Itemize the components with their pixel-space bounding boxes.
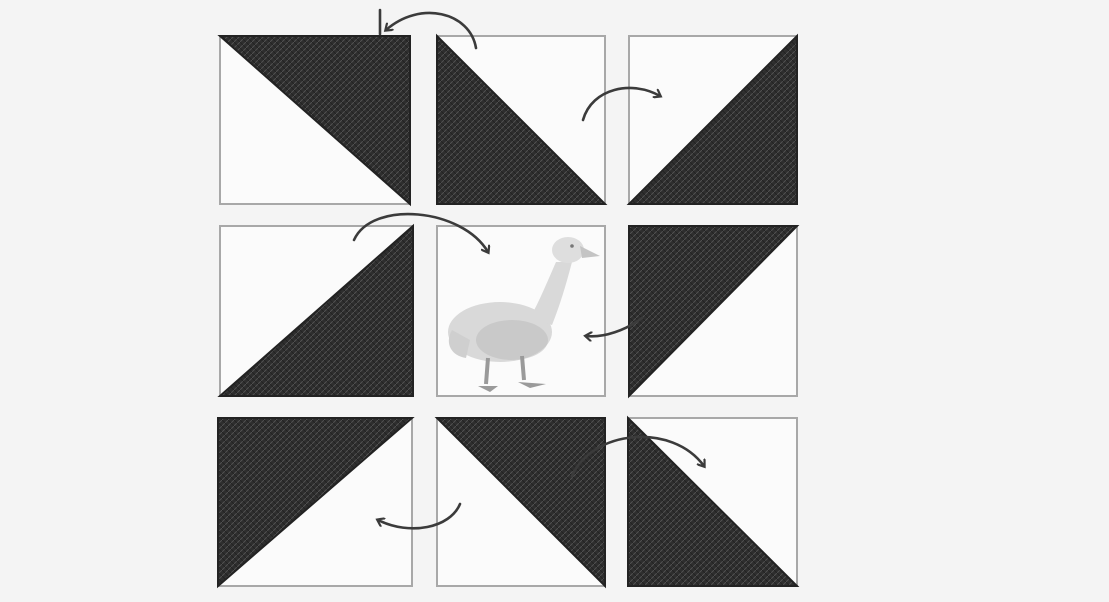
tile-r1c3: [629, 36, 797, 204]
tile-r2c2: [437, 226, 605, 396]
tile-r3c3: [628, 418, 797, 586]
tile-r3c1: [218, 418, 412, 586]
tile-grid: [218, 36, 797, 586]
tile-r1c2: [437, 36, 605, 204]
tile-r1c1: [220, 36, 410, 204]
tile-r3c2: [437, 418, 605, 586]
tile-r2c1: [220, 226, 413, 396]
tile-r2c3: [629, 226, 797, 396]
